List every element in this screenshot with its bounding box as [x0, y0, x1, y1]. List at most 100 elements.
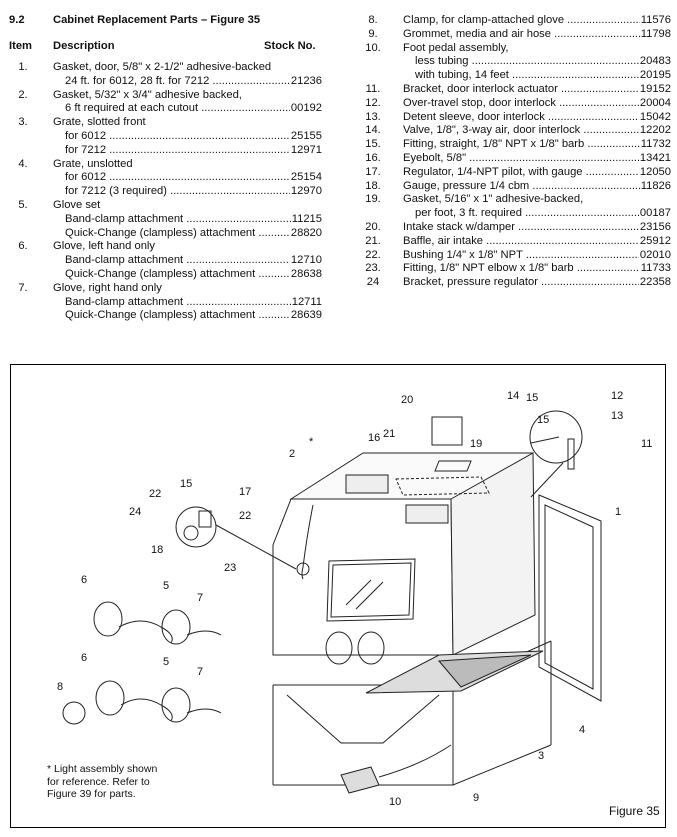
glove-right-clampless — [161, 687, 191, 723]
part-description: for 6012 — [65, 130, 290, 143]
foot-pedal — [340, 766, 380, 794]
column-header-item: Item — [9, 40, 33, 52]
stock-number: 13421 — [639, 152, 671, 164]
part-description: Fitting, 1/8" NPT elbow x 1/8" barb — [403, 262, 640, 275]
regulator-mount — [296, 562, 310, 576]
part-line: Quick-Change (clampless) attachment28820 — [65, 227, 322, 240]
stock-number: 12202 — [639, 124, 671, 137]
part-description: with tubing, 14 feet — [415, 69, 639, 82]
callout-label: 23 — [224, 562, 236, 574]
light-assembly-right — [405, 504, 449, 524]
part-description: Gasket, 5/16" x 1" adhesive-backed, — [403, 193, 584, 206]
part-description: for 7212 (3 required) — [65, 185, 290, 198]
stock-number: 28638 — [290, 268, 322, 280]
callout-label: 1 — [615, 506, 621, 518]
interlock-bracket — [567, 438, 575, 470]
stock-number: 12710 — [290, 254, 322, 267]
part-description: for 6012 — [65, 171, 290, 184]
part-line: Fitting, straight, 1/8" NPT x 1/8" barb1… — [403, 138, 671, 151]
stock-number: 25154 — [290, 171, 322, 184]
part-line: Detent sleeve, door interlock15042 — [403, 111, 671, 124]
part-line: Gasket, 5/16" x 1" adhesive-backed, — [403, 193, 583, 206]
part-description: Band-clamp attachment — [65, 213, 291, 226]
gasket-19 — [434, 460, 472, 472]
item-number: 22. — [365, 248, 381, 261]
part-description: Baffle, air intake — [403, 235, 639, 248]
part-description: Quick-Change (clampless) attachment — [65, 309, 290, 322]
stock-number: 02010 — [639, 248, 671, 261]
glove-left-arm — [118, 620, 173, 644]
figure-note: * Light assembly shown for reference. Re… — [47, 763, 157, 801]
part-description: Glove set — [53, 199, 101, 211]
part-description: Gasket, 5/32" x 3/4" adhesive backed, — [53, 88, 242, 101]
part-line: Foot pedal assembly, — [403, 42, 509, 55]
stock-number: 00192 — [290, 102, 322, 115]
part-description: Glove, left hand only — [53, 240, 155, 253]
viewing-window — [326, 558, 416, 622]
item-number: 16. — [365, 152, 381, 164]
callout-label: 15 — [526, 392, 538, 404]
stock-number: 20195 — [639, 69, 671, 82]
stock-number: 20004 — [639, 96, 671, 109]
part-description: Fitting, straight, 1/8" NPT x 1/8" barb — [403, 138, 640, 151]
part-description: Gasket, door, 5/8" x 2-1/2" adhesive-bac… — [53, 61, 272, 73]
item-number: 18. — [365, 179, 381, 192]
part-line: Grate, unslotted — [53, 158, 133, 171]
callout-label: 18 — [151, 544, 163, 556]
callout-label: 19 — [470, 438, 482, 450]
callout-label: 11 — [641, 438, 652, 450]
part-description: for 7212 — [65, 144, 290, 157]
callout-label: 9 — [473, 792, 479, 804]
part-description: Valve, 1/8", 3-way air, door interlock — [403, 124, 639, 137]
item-number: 24 — [366, 276, 380, 289]
stock-number: 11798 — [640, 27, 671, 40]
part-line: for 601225155 — [65, 130, 322, 143]
part-description: Grate, unslotted — [53, 157, 133, 170]
callout-label: 22 — [149, 488, 161, 500]
part-description: Intake stack w/damper — [403, 221, 639, 234]
stock-number: 11576 — [640, 14, 671, 26]
air-intake-baffle — [395, 476, 490, 496]
stock-number: 12711 — [291, 295, 322, 308]
callout-label: 5 — [163, 656, 169, 668]
stock-number: 11215 — [291, 212, 322, 225]
arm-port-right — [357, 631, 385, 665]
cabinet-front — [272, 498, 454, 656]
part-description: Gauge, pressure 1/4 cbm — [403, 180, 640, 193]
part-description: Regulator, 1/4-NPT pilot, with gauge — [403, 166, 639, 179]
part-line: 24 ft. for 6012, 28 ft. for 721221236 — [65, 75, 322, 88]
item-number: 12. — [365, 96, 381, 109]
callout-label: 3 — [538, 750, 544, 762]
part-line: Band-clamp attachment12710 — [65, 254, 322, 267]
part-line: Band-clamp attachment12711 — [65, 296, 322, 309]
item-number: 20. — [365, 221, 381, 233]
callout-label: 15 — [537, 414, 549, 426]
part-line: Gasket, door, 5/8" x 2-1/2" adhesive-bac… — [53, 61, 271, 74]
callout-label: 10 — [389, 796, 401, 808]
item-number: 15. — [365, 138, 381, 151]
callout-label: 16 — [368, 432, 380, 444]
callout-label: 7 — [197, 666, 203, 678]
item-number: 19. — [365, 193, 381, 206]
item-number: 10. — [365, 41, 381, 54]
stock-number: 11826 — [640, 179, 671, 192]
part-line: Grommet, media and air hose11798 — [403, 28, 671, 41]
item-number: 1. — [18, 61, 28, 73]
item-number: 9. — [368, 27, 378, 40]
item-number: 8. — [368, 14, 378, 26]
part-line: Clamp, for clamp-attached glove11576 — [403, 14, 671, 27]
callout-label: 8 — [57, 681, 63, 693]
interlock-detail-circle — [529, 410, 583, 464]
part-description: Quick-Change (clampless) attachment — [65, 268, 290, 281]
part-line: Baffle, air intake25912 — [403, 235, 671, 248]
item-number: 3. — [18, 116, 28, 129]
figure-caption: Figure 35 — [609, 804, 660, 818]
part-description: 6 ft required at each cutout — [65, 102, 290, 115]
part-description: Detent sleeve, door interlock — [403, 111, 639, 124]
stock-number: 12970 — [290, 185, 322, 198]
item-number: 13. — [365, 110, 381, 123]
page-title: Cabinet Replacement Parts – Figure 35 — [53, 14, 261, 26]
callout-label: 6 — [81, 652, 87, 664]
air-hose — [301, 504, 314, 580]
